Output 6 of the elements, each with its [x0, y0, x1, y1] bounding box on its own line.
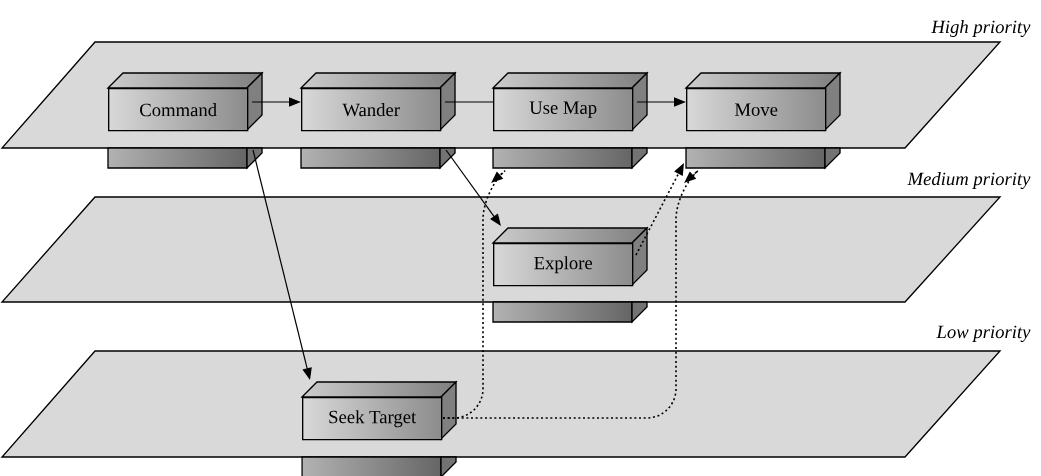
arrow [445, 149, 501, 226]
dotted-arrow [442, 169, 699, 419]
plane-label: Medium priority [907, 172, 1031, 190]
connector-line [444, 101, 494, 103]
plane-label: Low priority [936, 325, 1031, 343]
plane-label: High priority [931, 20, 1031, 38]
